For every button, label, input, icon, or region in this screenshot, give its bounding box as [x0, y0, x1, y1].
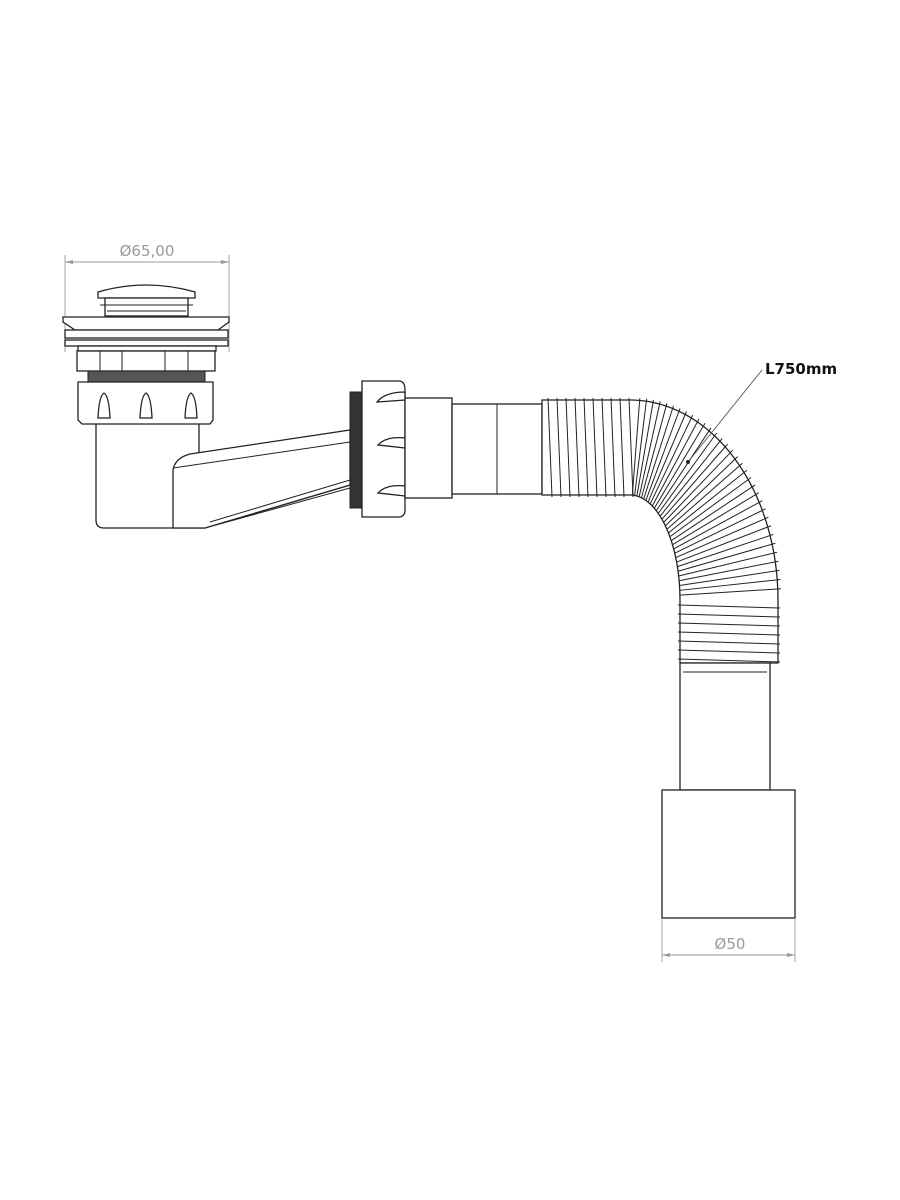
hose-rib — [663, 449, 734, 523]
corrugated-hose — [541, 397, 781, 664]
hose-rib — [653, 423, 706, 509]
hose-length-label: L750mm — [765, 360, 837, 378]
hose-rib — [556, 397, 562, 498]
hose-rib — [610, 397, 616, 498]
hose-rib — [659, 438, 723, 517]
hose-rib — [649, 414, 694, 505]
hose-rib — [670, 484, 756, 542]
hose-rib — [665, 456, 738, 527]
hose-length-annotation: L750mm — [686, 360, 837, 464]
hose-rib — [619, 397, 625, 498]
coupling-nut — [349, 380, 543, 518]
hose-rib — [638, 401, 661, 497]
hose-rib — [651, 418, 700, 507]
hose-rib — [676, 525, 772, 563]
hose-rib — [647, 411, 687, 503]
hose-rib — [643, 405, 674, 500]
hose-rib — [679, 588, 781, 596]
hose-rib — [631, 398, 641, 496]
hose-rib — [634, 398, 648, 496]
hose-rib — [679, 579, 781, 591]
flange-diameter-label: Ø65,00 — [120, 242, 175, 260]
hose-rib — [677, 640, 781, 645]
hose-rib — [636, 399, 654, 497]
hose-rib — [661, 443, 728, 520]
hose-rib — [677, 604, 781, 609]
hose-rib — [679, 560, 779, 582]
hose-rib — [674, 508, 766, 554]
hose-rib — [657, 432, 718, 514]
hose-rib — [547, 397, 553, 498]
hose-rib — [679, 569, 780, 586]
drain-plug — [62, 284, 230, 383]
hose-rib — [628, 397, 634, 498]
hose-outline — [541, 399, 779, 664]
hose-rib — [669, 477, 752, 538]
hose-rib — [574, 397, 580, 498]
hose-rib — [666, 462, 743, 530]
hose-rib — [583, 397, 589, 498]
hose-rib — [601, 397, 607, 498]
hose-rib — [668, 469, 748, 534]
hose-rib — [655, 427, 712, 512]
hose-rib — [677, 658, 781, 663]
hose-rib — [677, 613, 781, 618]
hose-rib — [675, 516, 769, 559]
hose-rib — [672, 492, 760, 546]
hose-rib — [673, 500, 763, 550]
hose-rib — [677, 533, 774, 568]
hose-rib — [645, 408, 681, 501]
outlet-diameter-dimension: Ø50 — [661, 918, 796, 962]
outlet-pipe — [661, 662, 796, 919]
hose-rib — [592, 397, 598, 498]
drain-body — [77, 381, 351, 529]
hose-rib — [640, 403, 668, 498]
hose-rib — [565, 397, 571, 498]
hose-rib — [677, 542, 776, 572]
hose-rib — [677, 622, 781, 627]
hose-rib — [677, 649, 781, 654]
outlet-diameter-label: Ø50 — [715, 935, 746, 953]
hose-rib — [678, 551, 778, 577]
hose-rib — [677, 631, 781, 636]
